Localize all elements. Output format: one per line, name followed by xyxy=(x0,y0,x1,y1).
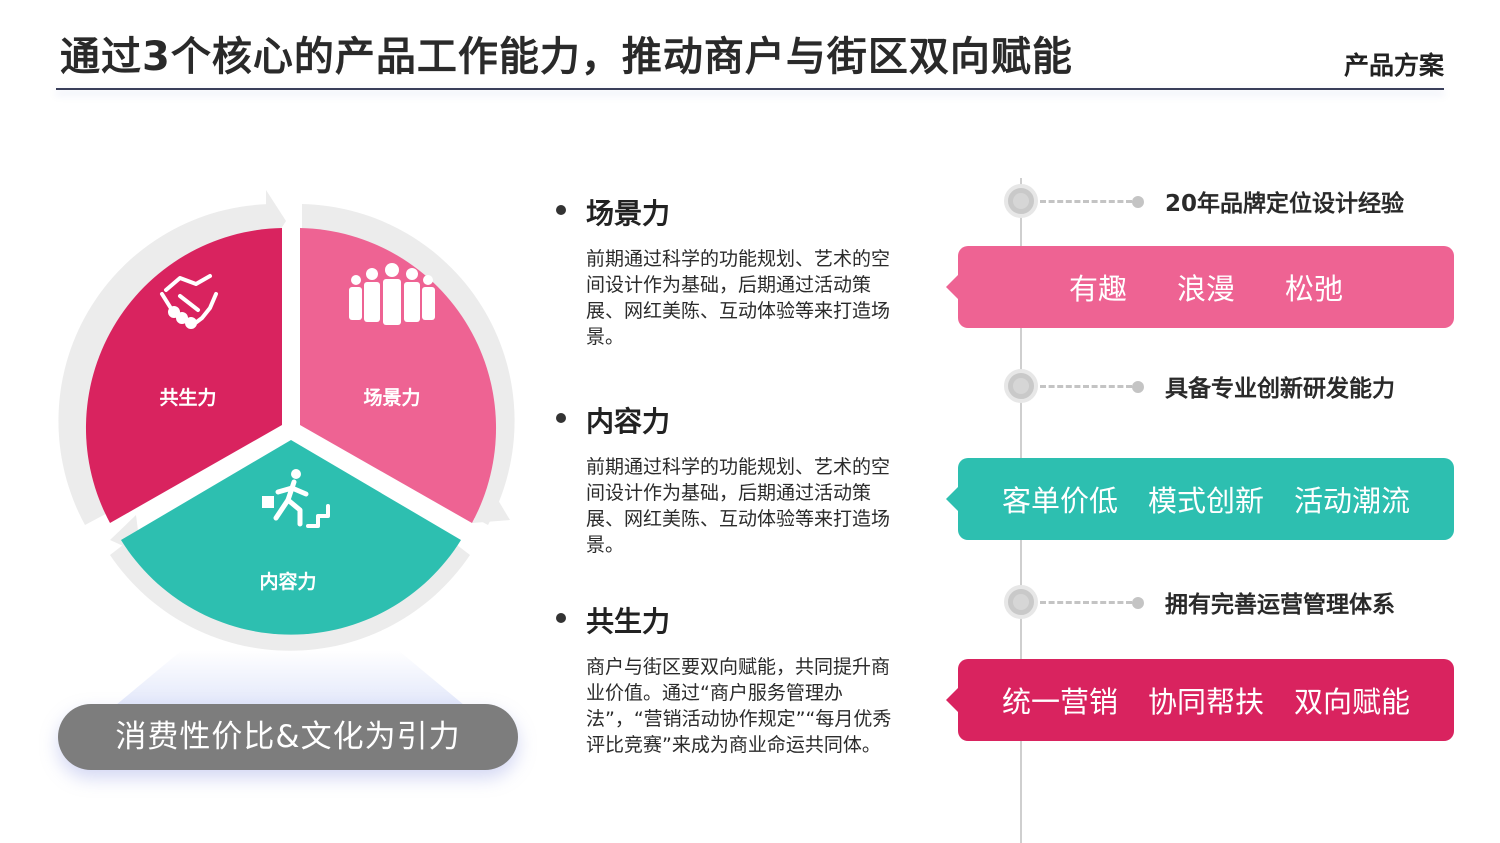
feature-title: 内容力 xyxy=(556,400,916,440)
tag: 协同帮扶 xyxy=(1147,685,1264,719)
page-tag: 产品方案 xyxy=(1343,51,1444,80)
ring-arrow-bottom xyxy=(110,535,470,651)
feature-title: 场景力 xyxy=(556,192,916,232)
timeline-connector-dot xyxy=(1132,597,1144,609)
timeline-connector-dot xyxy=(1132,381,1144,393)
timeline-node xyxy=(1004,369,1038,403)
feature-changjing: 场景力 前期通过科学的功能规划、艺术的空间设计作为基础，后期通过活动策展、网红美… xyxy=(556,192,916,350)
banner-glow xyxy=(110,650,470,710)
three-force-cycle-diagram: 共生力 场景力 内容力 xyxy=(58,190,515,651)
core-attraction-banner: 消费性价比&文化为引力 xyxy=(58,704,518,770)
tag: 双向赋能 xyxy=(1294,685,1411,719)
tag: 统一营销 xyxy=(1001,685,1118,719)
tag: 活动潮流 xyxy=(1294,484,1411,518)
tag: 有趣 xyxy=(1068,272,1127,306)
timeline-label-brand: 20年品牌定位设计经验 xyxy=(1165,191,1405,217)
tag: 松弛 xyxy=(1285,272,1344,306)
timeline-node xyxy=(1004,184,1038,218)
timeline-tags-rnd: 客单价低 模式创新 活动潮流 xyxy=(946,458,1454,540)
ring-arrowhead-2 xyxy=(472,490,510,523)
timeline-node xyxy=(1004,585,1038,619)
segment-label-neirong: 内容力 xyxy=(259,570,316,593)
timeline-connector xyxy=(1040,385,1132,388)
feature-description: 前期通过科学的功能规划、艺术的空间设计作为基础，后期通过活动策展、网红美陈、互动… xyxy=(586,456,891,556)
segment-gongsheng xyxy=(85,228,282,523)
timeline-tags-operation: 统一营销 协同帮扶 双向赋能 xyxy=(946,659,1454,741)
timeline-label-rnd: 具备专业创新研发能力 xyxy=(1165,376,1395,402)
running-stairs-icon xyxy=(262,469,330,528)
segment-label-gongsheng: 共生力 xyxy=(159,386,216,409)
feature-neirong: 内容力 前期通过科学的功能规划、艺术的空间设计作为基础，后期通过活动策展、网红美… xyxy=(556,400,916,558)
header-divider xyxy=(56,88,1444,90)
timeline-connector xyxy=(1040,601,1132,604)
people-group-icon xyxy=(349,263,435,325)
page-title: 通过3个核心的产品工作能力，推动商户与街区双向赋能 xyxy=(60,34,1073,80)
timeline-label-operation: 拥有完善运营管理体系 xyxy=(1165,592,1395,618)
feature-description: 前期通过科学的功能规划、艺术的空间设计作为基础，后期通过活动策展、网红美陈、互动… xyxy=(586,248,891,348)
ring-arrow-right xyxy=(302,204,515,525)
feature-description: 商户与街区要双向赋能，共同提升商业价值。通过“商户服务管理办法”，“营销活动协作… xyxy=(586,656,892,756)
tag: 模式创新 xyxy=(1147,484,1264,518)
segment-neirong xyxy=(121,440,461,635)
feature-gongsheng: 共生力 商户与街区要双向赋能，共同提升商业价值。通过“商户服务管理办法”，“营销… xyxy=(556,600,916,758)
timeline-connector-dot xyxy=(1132,196,1144,208)
handshake-icon xyxy=(160,274,218,329)
tag: 客单价低 xyxy=(1001,484,1118,518)
timeline-connector xyxy=(1040,200,1132,203)
tag: 浪漫 xyxy=(1176,272,1235,306)
ring-arrow-top xyxy=(58,204,275,525)
timeline-tags-brand: 有趣 浪漫 松弛 xyxy=(946,246,1454,328)
segment-label-changjing: 场景力 xyxy=(363,386,420,409)
feature-title: 共生力 xyxy=(556,600,916,640)
